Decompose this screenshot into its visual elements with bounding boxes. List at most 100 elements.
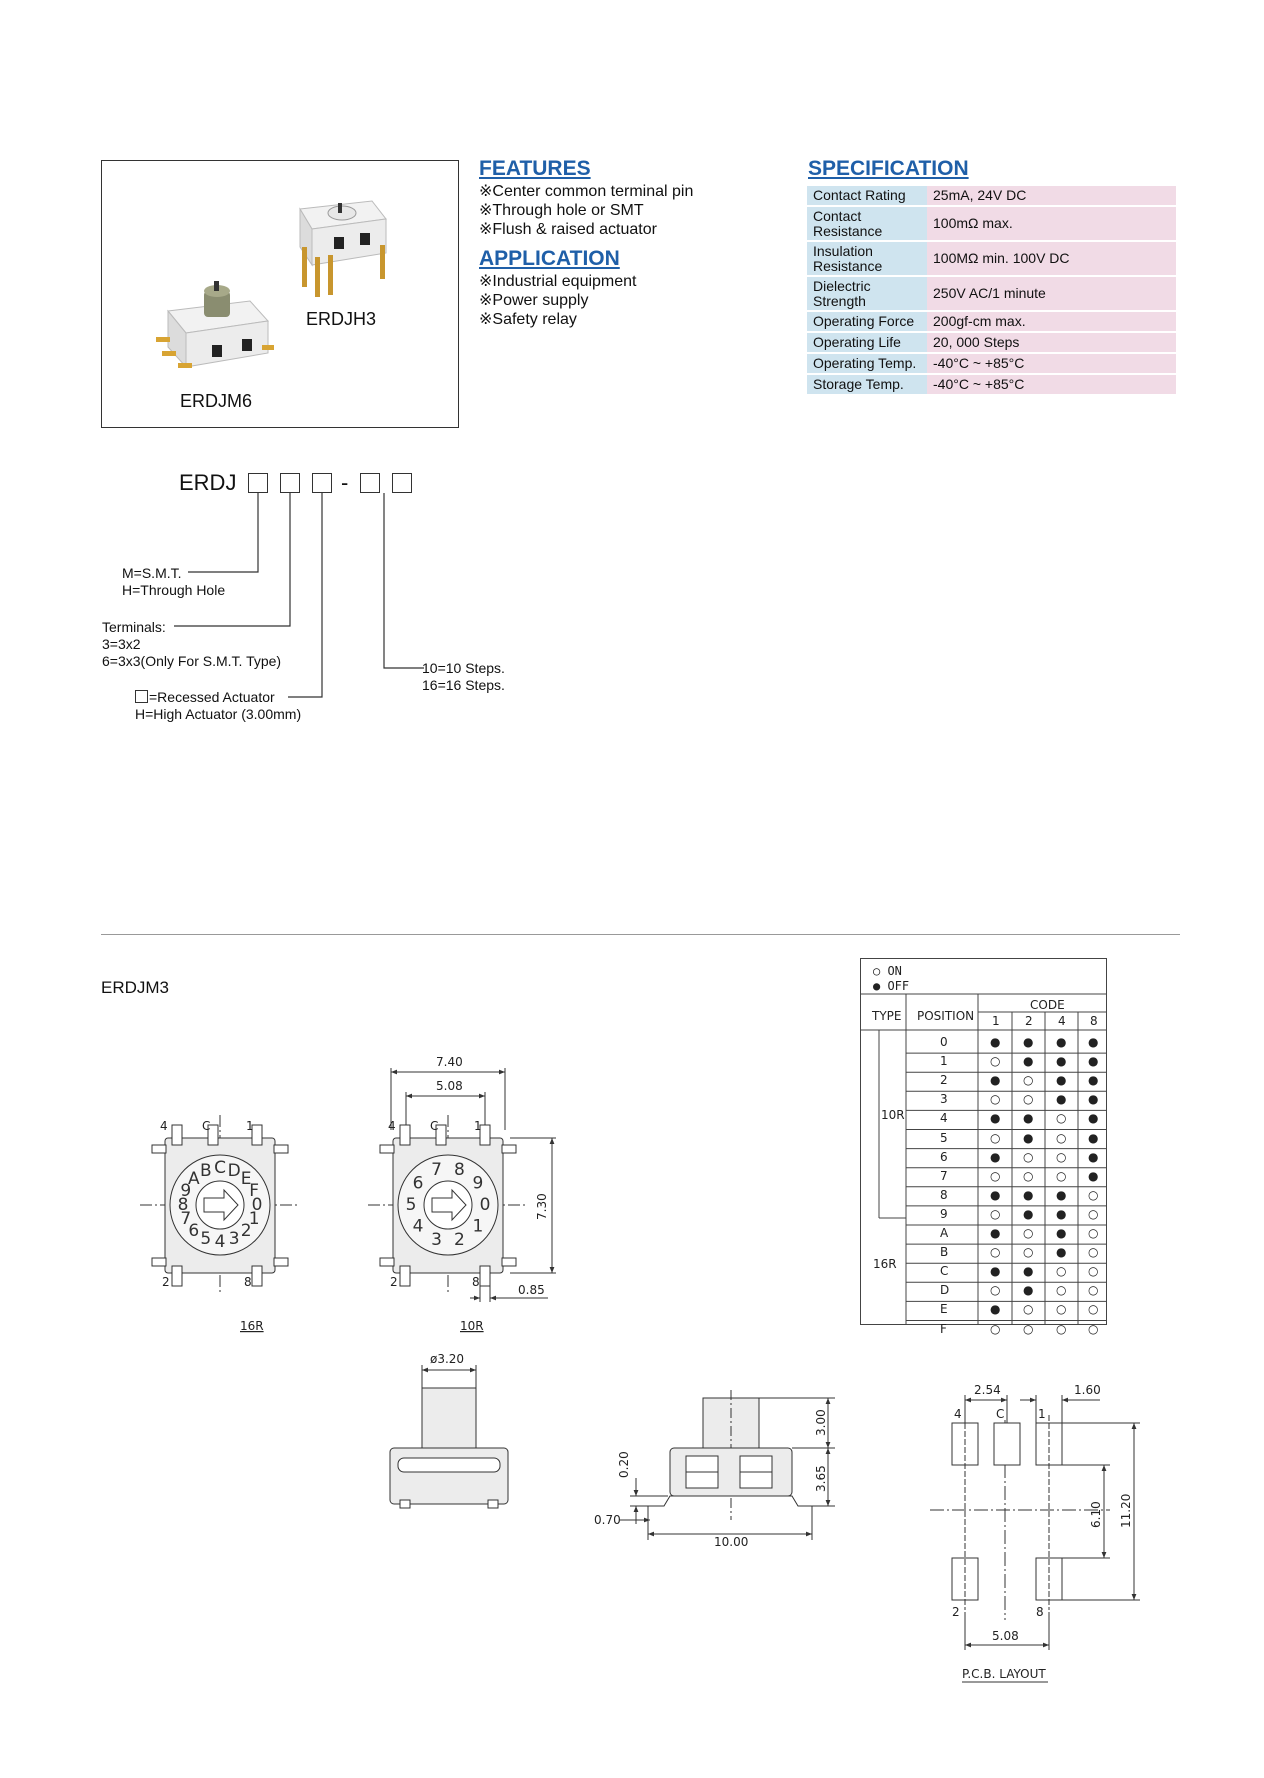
label-erdjh3: ERDJH3	[306, 309, 377, 329]
code-bit: ●	[1088, 1073, 1099, 1088]
code-bit: ○	[1023, 1226, 1034, 1240]
code-table	[860, 958, 1107, 1325]
dial-char: 4	[215, 1232, 226, 1252]
code-bit: ●	[1056, 1206, 1067, 1221]
specification-heading: SPECIFICATION	[808, 157, 969, 180]
dial-char: 1	[473, 1217, 484, 1237]
code-position: 2	[940, 1073, 948, 1088]
pin-label: 2	[162, 1275, 170, 1289]
code-bit: ○	[1023, 1073, 1034, 1088]
pin-label: C	[430, 1119, 438, 1133]
drawing-side-view-body	[620, 1390, 835, 1540]
code-table-grid	[860, 993, 1107, 1325]
code-bit: ●	[990, 1302, 1001, 1317]
pad-label: 2	[952, 1605, 960, 1619]
code-bit: ●	[1056, 1187, 1067, 1202]
code-bit: ○	[990, 1206, 1001, 1221]
dial-char: 7	[431, 1160, 442, 1180]
code-bit: ○	[990, 1245, 1001, 1260]
code-bit: ○	[1023, 1168, 1034, 1183]
dim-1-60: 1.60	[1074, 1383, 1101, 1397]
dim-0-85: 0.85	[518, 1283, 545, 1297]
dim-2-54: 2.54	[974, 1383, 1001, 1397]
pad-label: 1	[1038, 1407, 1046, 1421]
code-bit: ●	[1056, 1073, 1067, 1088]
code-bit: ○	[1088, 1264, 1099, 1279]
code-bit: ●	[1023, 1111, 1034, 1126]
dial-char: 9	[473, 1173, 484, 1193]
dial-char: D	[228, 1161, 241, 1181]
dial-char: C	[214, 1158, 226, 1178]
dial-char: 0	[480, 1195, 491, 1215]
code-position: 3	[940, 1092, 948, 1107]
code-position: A	[940, 1226, 949, 1240]
ordering-steps-text: 10=10 Steps. 16=16 Steps.	[422, 660, 505, 693]
dial-char: 6	[413, 1173, 424, 1193]
erdjh3-illustration	[299, 200, 387, 297]
pcb-layout-label: P.C.B. LAYOUT	[962, 1667, 1046, 1681]
code-bit: ●	[990, 1264, 1001, 1279]
pin-label: 1	[246, 1119, 254, 1133]
dim-0-70: 0.70	[594, 1513, 621, 1527]
application-item: ※Industrial equipment	[479, 273, 637, 290]
dim-3-00: 3.00	[814, 1409, 828, 1436]
code-position: D	[940, 1283, 950, 1298]
code-bit: ●	[1056, 1226, 1067, 1240]
erdjm6-illustration	[156, 281, 274, 369]
code-bit: ○	[1056, 1130, 1067, 1145]
code-bit: ○	[1023, 1302, 1034, 1317]
code-bit: ○	[1023, 1092, 1034, 1107]
dim-10-00: 10.00	[714, 1535, 748, 1549]
dial-char: 8	[178, 1195, 189, 1215]
code-bit-header: 1	[992, 1014, 1000, 1028]
code-bit: ●	[1023, 1206, 1034, 1221]
feature-item: ※Center common terminal pin	[479, 183, 694, 200]
dim-7-40: 7.40	[436, 1055, 463, 1069]
code-bit-header: 8	[1090, 1014, 1098, 1028]
order-box-steps-1	[360, 473, 380, 493]
feature-item: ※Flush & raised actuator	[479, 221, 657, 238]
dial-char: 5	[406, 1195, 417, 1215]
code-bit: ●	[990, 1073, 1001, 1088]
dial-char: 4	[413, 1217, 424, 1237]
ordering-dash: -	[341, 470, 349, 495]
dial-char: A	[188, 1169, 200, 1189]
label-10r: 10R	[460, 1319, 484, 1333]
pad-label: 4	[954, 1407, 962, 1421]
code-position: F	[940, 1321, 947, 1336]
pin-label: 8	[472, 1275, 480, 1289]
code-position: C	[940, 1264, 949, 1279]
type-16r: 16R	[873, 1257, 897, 1271]
code-bit: ○	[1056, 1111, 1067, 1126]
code-bit: ○	[990, 1092, 1001, 1107]
product-photo	[156, 200, 387, 369]
dial-char: 8	[454, 1160, 465, 1180]
code-bit: ●	[1056, 1092, 1067, 1107]
ordering-leader-lines	[174, 493, 424, 698]
pin-label: 2	[390, 1275, 398, 1289]
legend-on: ○ ON	[873, 964, 902, 978]
pin-label: 8	[244, 1275, 252, 1289]
model-label: ERDJM3	[101, 978, 170, 997]
code-bit: ●	[1023, 1054, 1034, 1069]
pin-label: 1	[474, 1119, 482, 1133]
code-bit: ●	[1088, 1035, 1099, 1049]
dial-char: F	[249, 1181, 259, 1201]
ordering-terminals-text: Terminals: 3=3x2 6=3x3(Only For S.M.T. T…	[102, 619, 282, 669]
dim-7-30: 7.30	[535, 1193, 549, 1220]
code-bit: ●	[1023, 1187, 1034, 1202]
code-bit: ○	[1088, 1206, 1099, 1221]
order-box-actuator	[312, 473, 332, 493]
dial-char: 0	[252, 1195, 263, 1215]
order-box-steps-2	[392, 473, 412, 493]
pin-label: 4	[388, 1119, 396, 1133]
product-photo-box	[101, 160, 459, 428]
header-type: TYPE	[872, 1009, 902, 1023]
code-bit: ○	[1088, 1283, 1099, 1298]
code-bit-header: 2	[1025, 1014, 1033, 1028]
code-bit: ○	[1056, 1302, 1067, 1317]
